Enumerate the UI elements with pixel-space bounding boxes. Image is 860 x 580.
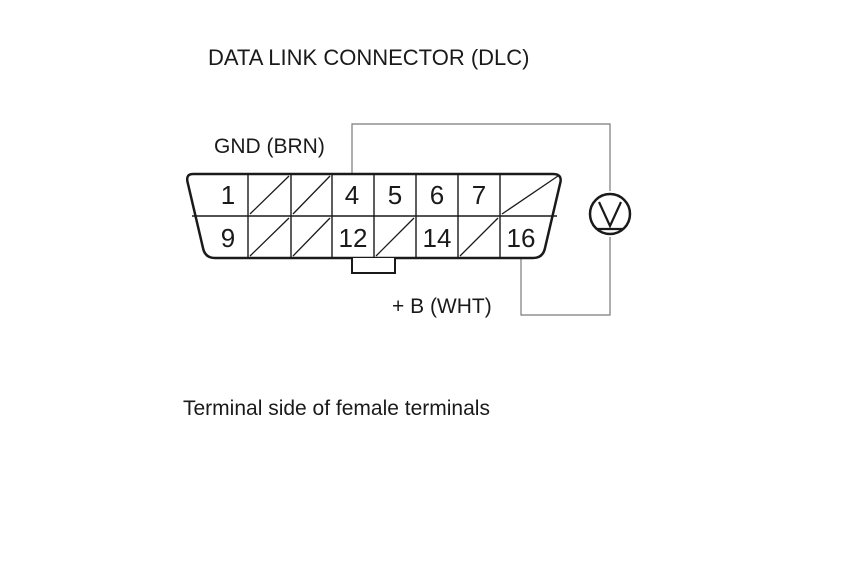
empty-cavity-10 bbox=[249, 217, 290, 257]
empty-cavity-3 bbox=[292, 175, 331, 215]
empty-cavity-15 bbox=[459, 217, 499, 257]
voltmeter-icon bbox=[588, 192, 632, 236]
pin-9: 9 bbox=[221, 223, 235, 253]
pin-6: 6 bbox=[430, 180, 444, 210]
test-wiring bbox=[351, 123, 611, 316]
connector-lock-tab bbox=[351, 258, 396, 274]
empty-cavity-2 bbox=[249, 175, 290, 215]
empty-cavity-marks bbox=[249, 175, 559, 257]
gnd-wire-label: GND (BRN) bbox=[214, 135, 325, 158]
empty-cavity-8 bbox=[501, 175, 559, 215]
empty-cavity-13 bbox=[375, 217, 415, 257]
gnd-wire bbox=[351, 123, 611, 191]
pin-5: 5 bbox=[388, 180, 402, 210]
empty-cavity-11 bbox=[292, 217, 331, 257]
cavity-grid bbox=[192, 174, 557, 258]
diagram-title: DATA LINK CONNECTOR (DLC) bbox=[208, 45, 530, 70]
diagram-caption: Terminal side of female terminals bbox=[183, 397, 490, 420]
pin-4: 4 bbox=[345, 180, 359, 210]
pin-16: 16 bbox=[507, 223, 536, 253]
pin-12: 12 bbox=[339, 223, 368, 253]
plus-b-wire-label: + B (WHT) bbox=[392, 295, 492, 318]
plus-b-wire bbox=[520, 237, 611, 316]
pin-1: 1 bbox=[221, 180, 235, 210]
pin-14: 14 bbox=[423, 223, 452, 253]
pin-numbers: 1 4 5 6 7 9 12 14 16 bbox=[221, 180, 536, 253]
pin-7: 7 bbox=[472, 180, 486, 210]
